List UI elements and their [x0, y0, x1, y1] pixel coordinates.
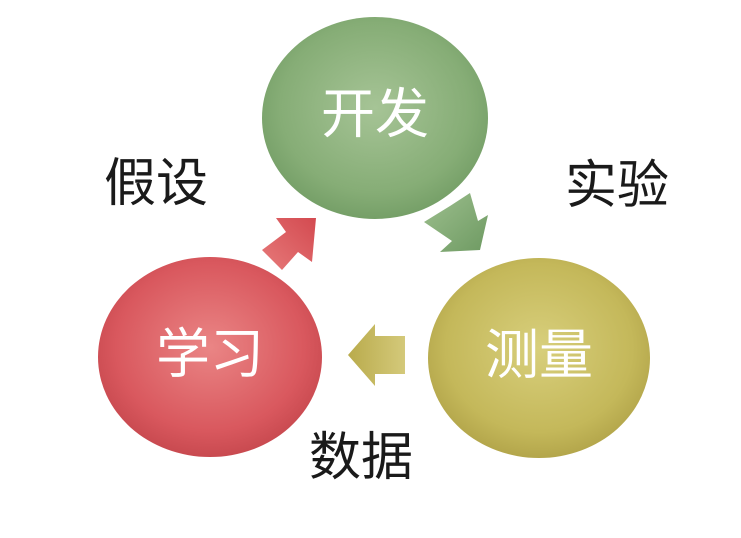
edge-label-hypothesis: 假设 — [104, 154, 208, 214]
arrow-measure-to-learn — [348, 324, 405, 386]
node-learn: 学习 — [98, 257, 322, 457]
arrow-develop-to-measure — [424, 193, 488, 252]
node-develop: 开发 — [262, 17, 488, 219]
node-develop-circle — [262, 17, 488, 219]
node-measure-circle — [428, 258, 650, 458]
node-measure: 测量 — [428, 258, 650, 458]
node-measure-label: 测量 — [485, 324, 593, 387]
node-develop-label: 开发 — [321, 83, 429, 146]
edge-label-data: 数据 — [309, 428, 413, 488]
node-learn-label: 学习 — [156, 323, 264, 386]
edge-label-experiment: 实验 — [565, 156, 669, 216]
arrow-learn-to-develop — [262, 218, 316, 270]
node-learn-circle — [98, 257, 322, 457]
